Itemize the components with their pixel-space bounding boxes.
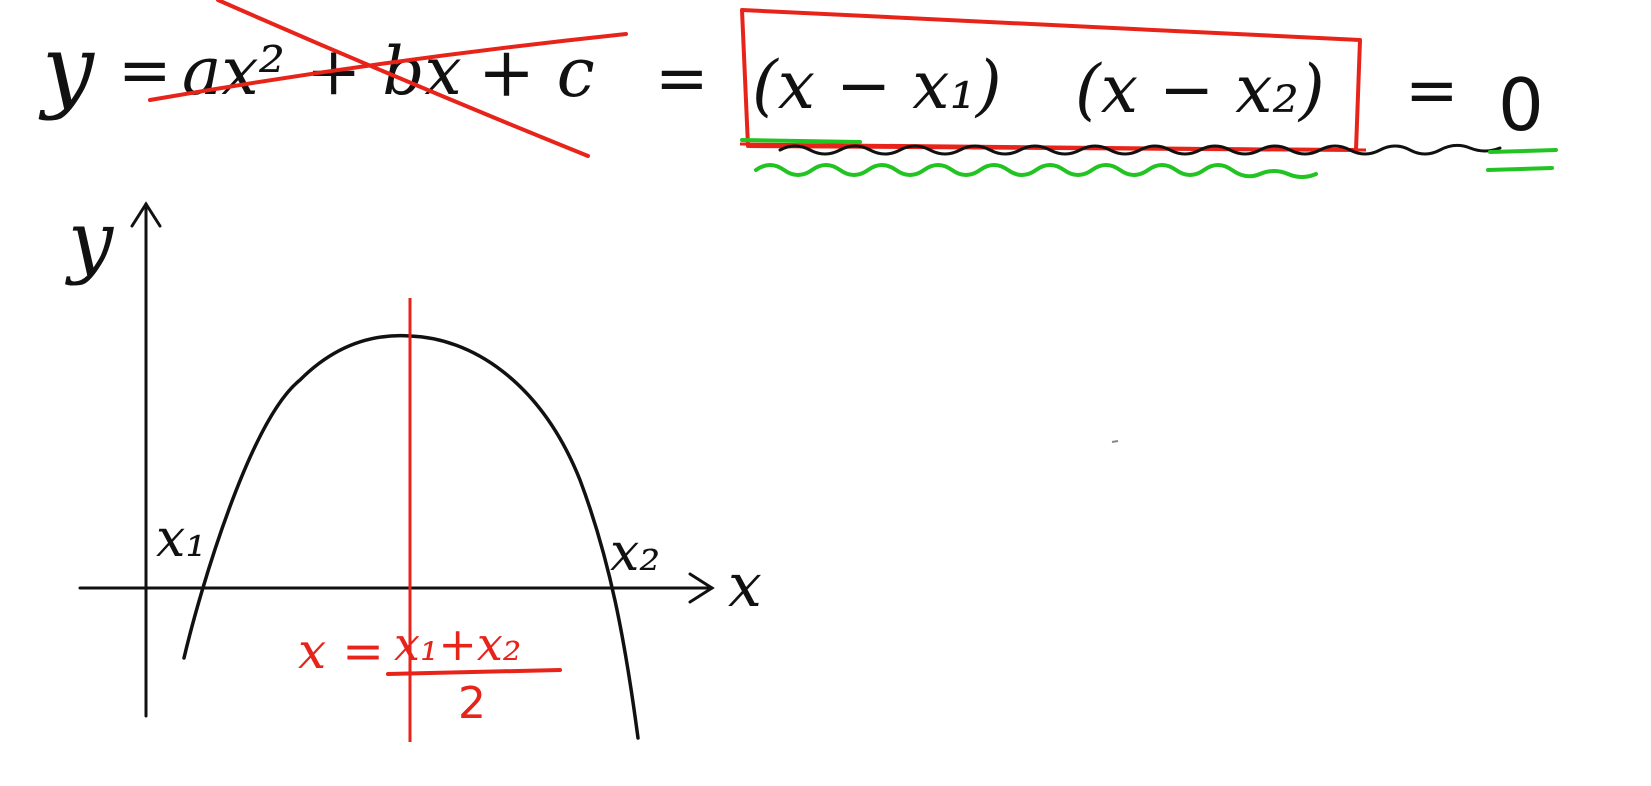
cross-out-stroke-2	[148, 32, 628, 102]
equation-equals-3: =	[1405, 54, 1459, 128]
x-axis-label: x	[728, 551, 762, 621]
zero-double-underline	[1486, 148, 1558, 172]
equation-equals-1: =	[118, 34, 172, 108]
green-short-stroke	[740, 138, 862, 144]
green-wavy-underline	[754, 163, 1318, 179]
axis-formula-numerator: x₁+x₂	[394, 617, 521, 671]
equation-equals-2: =	[655, 42, 709, 116]
axis-formula-fraction-bar	[386, 668, 562, 676]
cross-out-stroke-1	[216, 0, 590, 158]
black-wavy-underline	[778, 143, 1502, 156]
equation-line: y = ax² + bx + c = (x − x₁) (x − x₂) = 0	[38, 15, 1544, 147]
zero-underline-2	[1486, 166, 1554, 172]
graph-axes	[78, 201, 715, 718]
zero-underline-1	[1488, 148, 1558, 154]
root-1-label: x₁	[156, 509, 206, 569]
axis-formula-lhs: x =	[298, 622, 384, 680]
axis-formula: x = x₁+x₂ 2	[298, 617, 562, 729]
equation-factor-1: (x − x₁)	[752, 47, 1002, 124]
stray-mark	[1111, 440, 1119, 443]
y-axis-arrow	[130, 201, 162, 228]
root-2-label: x₂	[610, 523, 660, 583]
cross-out-mark	[148, 0, 628, 158]
equation-rhs-zero: 0	[1498, 63, 1544, 147]
parabola-curve	[182, 333, 640, 740]
axis-formula-denominator: 2	[458, 678, 486, 729]
equation-lhs-y: y	[38, 15, 95, 122]
y-axis-label: y	[65, 194, 115, 287]
x-axis-arrow	[688, 572, 715, 604]
equation-factor-2: (x − x₂)	[1075, 51, 1325, 128]
